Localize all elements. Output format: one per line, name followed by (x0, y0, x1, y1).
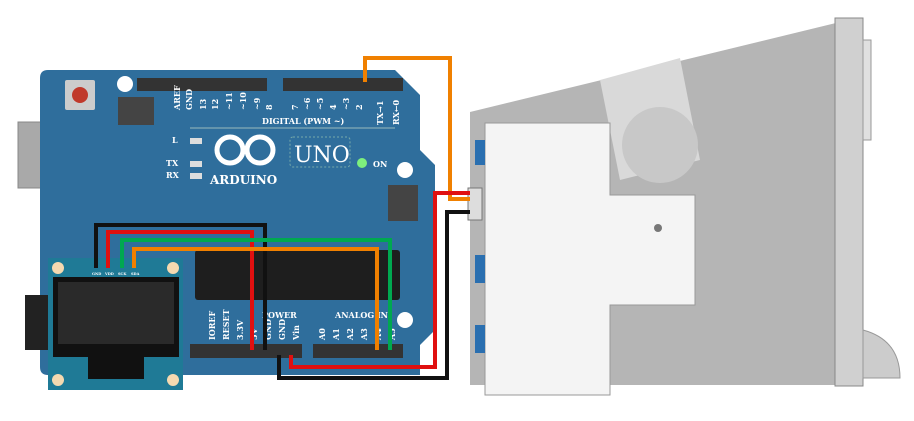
on-led (357, 158, 367, 168)
wire-oled-sda (132, 247, 379, 350)
led-label-rx: RX (166, 170, 180, 180)
led-label-l: L (172, 135, 178, 145)
pin-label: GND (277, 319, 287, 340)
power-label: POWER (262, 310, 297, 320)
pin-label: ~9 (252, 97, 262, 110)
power-header (190, 344, 302, 358)
pin-label: GND (184, 89, 194, 110)
pin-label: 13 (198, 98, 208, 110)
pin-label: Vin (291, 325, 301, 341)
pin-label: AREF (172, 85, 182, 111)
oled-pin-label: VDD (104, 272, 114, 276)
pin-label: ~5 (315, 98, 325, 110)
oled-ribbon (25, 295, 50, 350)
reset-button (72, 87, 88, 103)
pin-label: TX→1 (375, 101, 385, 125)
pin-label: A1 (331, 328, 341, 341)
oled-pin-label: GND (92, 272, 101, 276)
on-label: ON (373, 159, 387, 169)
icsp-header (388, 185, 418, 221)
wire-oled-sck (120, 238, 392, 350)
icsp-header (118, 97, 154, 125)
pin-label: RX←0 (391, 99, 401, 125)
mount-hole (117, 76, 133, 92)
pin-label: ~10 (238, 92, 248, 110)
digital-label: DIGITAL (PWM ~) (262, 116, 345, 126)
wire-oled-gnd (94, 223, 267, 350)
wire-oled-vdd (106, 230, 254, 350)
pin-label: 7 (290, 104, 300, 110)
pin-label: ~3 (341, 97, 351, 110)
pin-label: 2 (354, 104, 364, 110)
pin-label: A2 (345, 328, 355, 341)
wire-gnd-black (277, 210, 470, 380)
arduino-brand: ARDUINO (209, 173, 277, 187)
digital-header-left (137, 78, 267, 91)
coin-sensor (622, 107, 698, 183)
pin-label: 4 (328, 104, 338, 110)
pin-label: GND (263, 319, 273, 340)
pin-label: 12 (210, 99, 220, 110)
mount-hole (397, 312, 413, 328)
coin-acceptor-front-plate (484, 122, 696, 396)
pin-label: 8 (264, 104, 274, 110)
wire-vin-red (289, 191, 470, 369)
pin-label: RESET (221, 309, 231, 340)
digital-header-right (283, 78, 403, 91)
oled-pin-label: SDA (131, 272, 140, 276)
pin-label: A3 (359, 328, 369, 341)
analog-label: ANALOG IN (334, 310, 388, 320)
atmega-chip (195, 250, 400, 300)
oled-pin-label: SCK (118, 272, 127, 276)
screw-icon (654, 224, 662, 232)
mount-hole (397, 162, 413, 178)
pin-label: ~6 (302, 97, 312, 110)
pin-label: ~11 (224, 92, 234, 110)
pin-label: 3.3V (235, 319, 245, 340)
model-label: UNO (294, 143, 350, 168)
coin-acceptor-flange (834, 17, 864, 387)
pin-label: IOREF (207, 311, 217, 340)
wire-signal-orange (363, 56, 470, 201)
led-label-tx: TX (166, 158, 179, 168)
pin-label: A0 (317, 328, 327, 341)
arduino-logo (214, 134, 276, 166)
analog-header (313, 344, 403, 358)
coin-acceptor-connector (467, 187, 483, 221)
